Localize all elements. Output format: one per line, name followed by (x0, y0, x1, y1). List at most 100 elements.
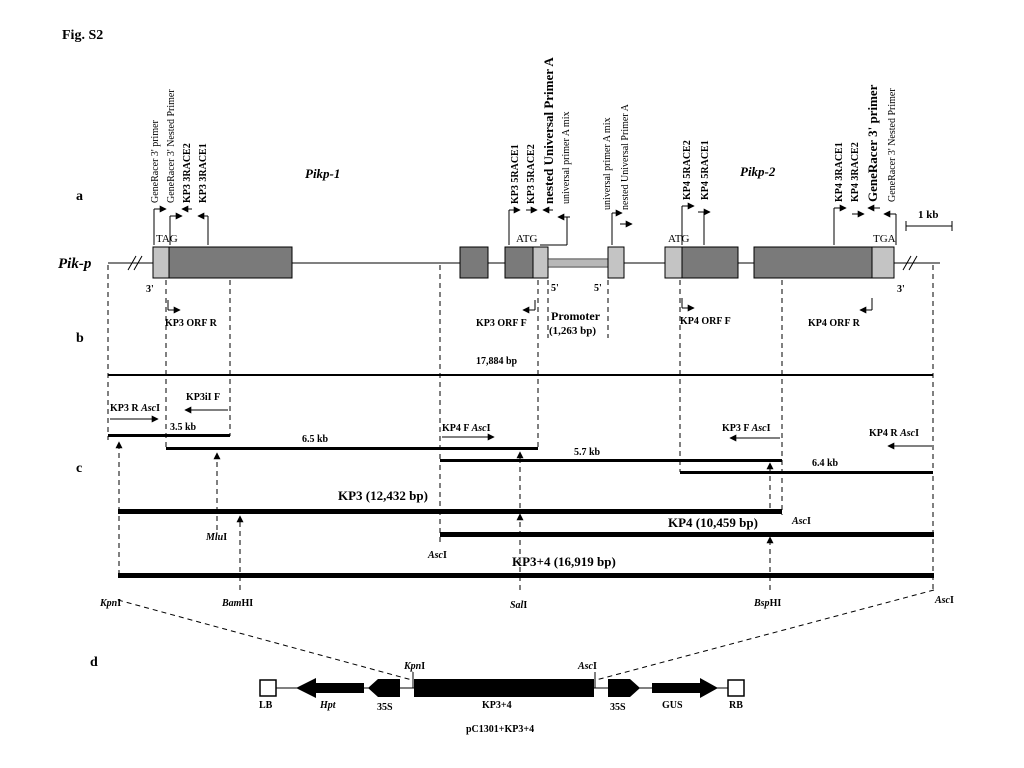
orf-kp4-r: KP4 ORF R (808, 318, 861, 329)
gene-label-pikp2: Pikp-2 (740, 164, 776, 179)
rb-box (727, 679, 745, 697)
insert-kp34 (414, 679, 594, 697)
fragment-label-1: 3.5 kb (170, 422, 197, 433)
promoter-35s-left (368, 679, 400, 697)
primer-label: nested Universal Primer A (541, 57, 556, 204)
end-label-right: 3' (897, 284, 905, 295)
end-label-mid-a: 5' (551, 283, 559, 294)
construct-label-kp34: KP3+4 (16,919 bp) (512, 554, 616, 569)
panel-a: Pik-p Pikp-1 Pikp-2 1 kb TAG ATG ATG TGA (58, 57, 953, 338)
panel-d: LB Hpt 35S KpnI KP3+4 AscI 35S GUS RB pC… (117, 589, 935, 735)
break-mark-left (127, 255, 137, 271)
primer-label: universal primer A mix (561, 112, 572, 205)
primer-kp3il-f: KP3iI F (186, 392, 220, 403)
gene-label-pikp1: Pikp-1 (305, 166, 340, 181)
break-mark-right (902, 255, 912, 271)
p35s-left-label: 35S (377, 702, 393, 713)
total-length: 17,884 bp (476, 356, 518, 367)
scale-label: 1 kb (918, 209, 939, 221)
vector-name: pC1301+KP3+4 (466, 724, 534, 735)
panel-label-a: a (76, 189, 83, 204)
site-mlu: MluI (205, 532, 227, 543)
primer-label: nested Universal Primer A (620, 103, 631, 210)
fragment-label-2: 6.5 kb (302, 434, 329, 445)
kp3-exon-1 (168, 246, 293, 279)
lb-box (259, 679, 277, 697)
primer-label: KP3 5RACE1 (510, 144, 521, 204)
promoter-size: (1,263 bp) (549, 325, 596, 337)
right-race-primers: KP4 3RACE1 KP4 3RACE2 GeneRacer 3' prime… (833, 84, 898, 245)
end-label-left: 3' (146, 284, 154, 295)
panel-b: 17,884 bp KP3 R AscI KP3iI F KP4 F AscI … (107, 265, 934, 515)
gus-label: GUS (662, 700, 683, 711)
promoter-region (547, 258, 609, 268)
kp4-exon-2 (753, 246, 873, 279)
orf-kp3-r: KP3 ORF R (165, 318, 218, 329)
end-label-mid-b: 5' (594, 283, 602, 294)
left-race-primers: GeneRacer 3' primer GeneRacer 3' Nested … (150, 89, 209, 245)
hpt-arrow (296, 678, 364, 698)
construct-label-kp3: KP3 (12,432 bp) (338, 488, 428, 503)
kp4-5race-primers: KP4 5RACE2 KP4 5RACE1 (681, 140, 711, 245)
primer-label: GeneRacer 3' primer (865, 84, 880, 202)
construct-label-kp4: KP4 (10,459 bp) (668, 515, 758, 530)
fragment-3 (440, 459, 782, 462)
primer-kp3r-asc: KP3 R AscI (110, 403, 160, 414)
kp3-exon-2 (459, 246, 489, 279)
panel-label-c: c (76, 461, 82, 476)
kp4-utr-3 (871, 246, 895, 279)
orf-kp3-f: KP3 ORF F (476, 318, 527, 329)
primer-label: GeneRacer 3' Nested Primer (166, 89, 177, 203)
site-bam: BamHI (221, 598, 253, 609)
fragment-label-4: 6.4 kb (812, 458, 839, 469)
kp4-utr-5 (607, 246, 625, 279)
fragment-1 (108, 434, 230, 437)
primer-kp3f-asc: KP3 F AscI (722, 423, 771, 434)
primer-label: GeneRacer 3' primer (150, 119, 161, 203)
hpt-label: Hpt (319, 700, 337, 711)
primer-label: KP4 5RACE1 (700, 140, 711, 200)
codon-atg-kp3: ATG (516, 233, 537, 245)
primer-label: GeneRacer 3' Nested Primer (887, 88, 898, 202)
construct-kp34 (118, 573, 934, 578)
bac-line (108, 374, 933, 376)
site-kpn: KpnI (99, 598, 121, 609)
codon-tag: TAG (156, 233, 178, 245)
fragment-label-3: 5.7 kb (574, 447, 601, 458)
rb-label: RB (729, 700, 743, 711)
mid2-primers: universal primer A mix nested Universal … (602, 103, 633, 245)
orf-kp4-f: KP4 ORF F (680, 316, 731, 327)
primer-label: KP4 3RACE2 (850, 142, 861, 202)
promoter-35s-right (608, 679, 640, 697)
site-asc-kp4-left: AscI (427, 550, 447, 561)
panel-c: KP3 (12,432 bp) KP4 (10,459 bp) KP3+4 (1… (99, 441, 954, 611)
primer-label: KP3 5RACE2 (526, 144, 537, 204)
site-d-kpn: KpnI (403, 661, 425, 672)
codon-atg-kp4: ATG (668, 233, 689, 245)
construct-kp4 (440, 532, 934, 537)
site-asc-kp3-right: AscI (791, 516, 811, 527)
primer-label: KP3 3RACE1 (198, 143, 209, 203)
kp4-utr-5b (664, 246, 683, 279)
primer-kp4f-asc: KP4 F AscI (442, 423, 491, 434)
kp3-utr-5 (532, 246, 549, 279)
kp3-exon-3 (504, 246, 536, 279)
fragment-2 (166, 447, 538, 450)
site-sal: SalI (510, 600, 527, 611)
fragment-4 (680, 471, 933, 474)
site-d-asc: AscI (577, 661, 597, 672)
kp3-utr-3 (152, 246, 170, 279)
gus-arrow (652, 678, 718, 698)
primer-label: KP4 5RACE2 (682, 140, 693, 200)
primer-kp4r-asc: KP4 R AscI (869, 428, 919, 439)
panel-label-d: d (90, 655, 98, 670)
primer-label: KP3 3RACE2 (182, 143, 193, 203)
primer-label: universal primer A mix (602, 118, 613, 211)
panel-label-b: b (76, 331, 84, 346)
mid-race-primers: KP3 5RACE1 KP3 5RACE2 nested Universal P… (508, 57, 572, 246)
insert-label: KP3+4 (482, 700, 512, 711)
p35s-right-label: 35S (610, 702, 626, 713)
site-asc-end: AscI (934, 595, 954, 606)
site-bsp: BspHI (753, 598, 781, 609)
